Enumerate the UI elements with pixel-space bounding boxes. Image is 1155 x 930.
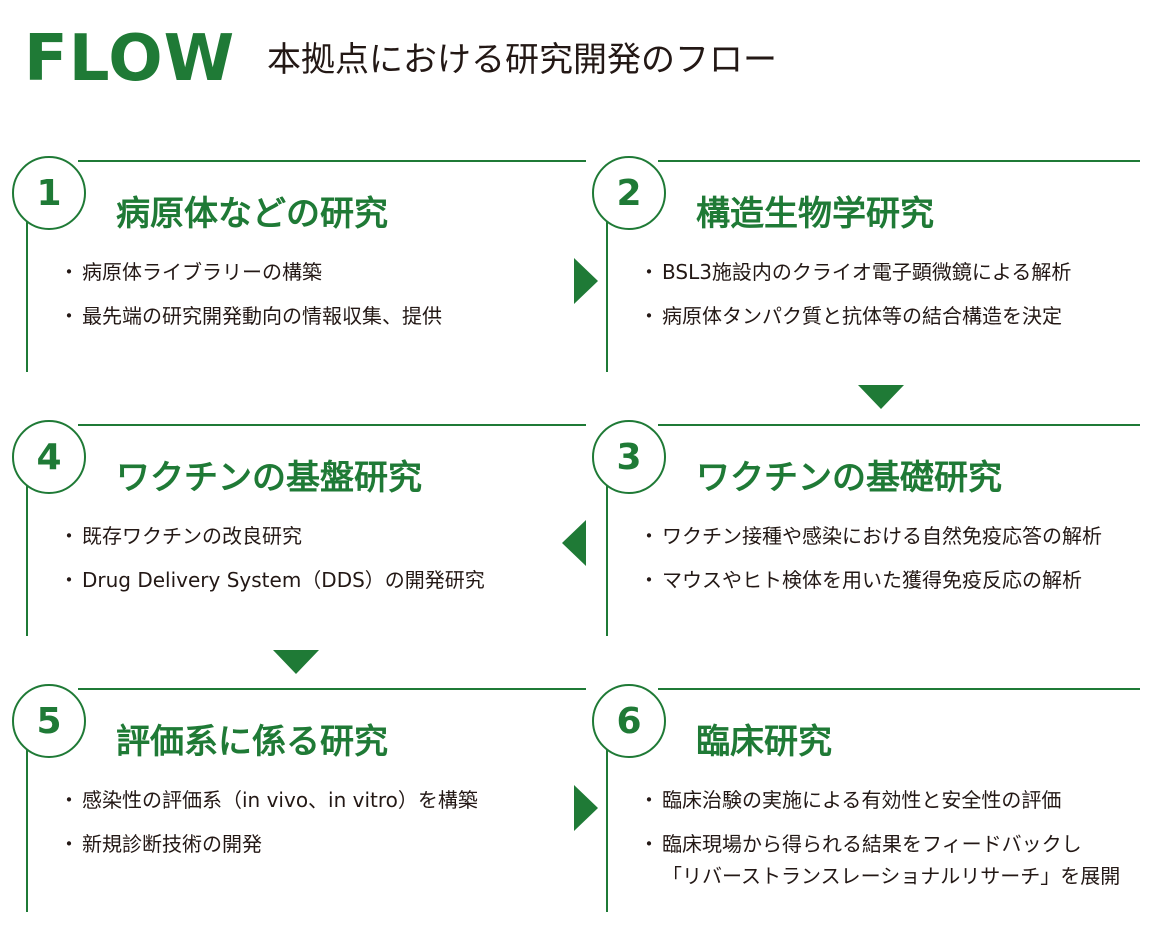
list-item-text: 臨床治験の実施による有効性と安全性の評価 [662,788,1062,812]
step-4-title: ワクチンの基盤研究 [116,458,422,498]
step-3-list: ・ワクチン接種や感染における自然免疫応答の解析 ・マウスやヒト検体を用いた獲得免… [636,524,1102,612]
list-item: ・ワクチン接種や感染における自然免疫応答の解析 [636,524,1102,548]
step-1-list: ・病原体ライブラリーの構築 ・最先端の研究開発動向の情報収集、提供 [56,260,442,348]
triangle-right-icon [574,785,598,831]
step-6: 6 臨床研究 ・臨床治験の実施による有効性と安全性の評価 ・臨床現場から得られる… [592,684,1140,928]
bullet: ・ [59,304,79,328]
list-item-text: 「リバーストランスレーショナルリサーチ」を展開 [662,864,1121,888]
step-2: 2 構造生物学研究 ・BSL3施設内のクライオ電子顕微鏡による解析 ・病原体タン… [592,156,1140,400]
list-item-text: 病原体タンパク質と抗体等の結合構造を決定 [662,304,1062,328]
list-item-continuation: 「リバーストランスレーショナルリサーチ」を展開 [636,864,1120,888]
triangle-down-icon [273,650,319,674]
step-3-left-rule [606,474,608,636]
step-5: 5 評価系に係る研究 ・感染性の評価系（in vivo、in vitro）を構築… [12,684,586,928]
list-item: ・マウスやヒト検体を用いた獲得免疫反応の解析 [636,568,1102,592]
list-item: ・病原体タンパク質と抗体等の結合構造を決定 [636,304,1071,328]
step-4-list: ・既存ワクチンの改良研究 ・Drug Delivery System（DDS）の… [56,524,485,612]
step-1-top-rule [78,160,586,162]
triangle-left-icon [562,520,586,566]
list-item: ・新規診断技術の開発 [56,832,478,856]
step-4: 4 ワクチンの基盤研究 ・既存ワクチンの改良研究 ・Drug Delivery … [12,420,586,664]
step-1: 1 病原体などの研究 ・病原体ライブラリーの構築 ・最先端の研究開発動向の情報収… [12,156,586,400]
flow-logo: FLOW [24,22,236,96]
step-3-top-rule [658,424,1140,426]
list-item: ・既存ワクチンの改良研究 [56,524,485,548]
step-6-left-rule [606,738,608,912]
bullet: ・ [59,568,79,592]
step-2-title: 構造生物学研究 [696,194,934,234]
step-6-number-badge: 6 [592,684,666,758]
bullet: ・ [59,788,79,812]
step-5-list: ・感染性の評価系（in vivo、in vitro）を構築 ・新規診断技術の開発 [56,788,478,876]
triangle-down-icon [858,385,904,409]
bullet: ・ [59,260,79,284]
step-2-number-badge: 2 [592,156,666,230]
list-item-text: BSL3施設内のクライオ電子顕微鏡による解析 [662,260,1072,284]
page-subtitle: 本拠点における研究開発のフロー [267,40,777,80]
step-5-top-rule [78,688,586,690]
list-item-text: 既存ワクチンの改良研究 [82,524,302,548]
list-item-text: ワクチン接種や感染における自然免疫応答の解析 [662,524,1102,548]
step-3-number-badge: 3 [592,420,666,494]
list-item: ・Drug Delivery System（DDS）の開発研究 [56,568,485,592]
bullet: ・ [639,788,659,812]
step-2-list: ・BSL3施設内のクライオ電子顕微鏡による解析 ・病原体タンパク質と抗体等の結合… [636,260,1071,348]
step-4-number-badge: 4 [12,420,86,494]
list-item-text: Drug Delivery System（DDS）の開発研究 [82,568,485,592]
triangle-right-icon [574,258,598,304]
list-item-text: 臨床現場から得られる結果をフィードバックし [662,832,1082,856]
step-6-title: 臨床研究 [696,722,832,762]
list-item: ・最先端の研究開発動向の情報収集、提供 [56,304,442,328]
bullet: ・ [639,568,659,592]
list-item-text: 新規診断技術の開発 [82,832,262,856]
step-6-top-rule [658,688,1140,690]
list-item: ・感染性の評価系（in vivo、in vitro）を構築 [56,788,478,812]
bullet: ・ [59,524,79,548]
list-item-text: 感染性の評価系（in vivo、in vitro）を構築 [82,788,478,812]
list-item: ・臨床現場から得られる結果をフィードバックし [636,832,1120,856]
list-item-text: 病原体ライブラリーの構築 [82,260,322,284]
step-1-left-rule [26,210,28,372]
step-3-title: ワクチンの基礎研究 [696,458,1002,498]
list-item: ・病原体ライブラリーの構築 [56,260,442,284]
list-item-text: マウスやヒト検体を用いた獲得免疫反応の解析 [662,568,1082,592]
step-1-title: 病原体などの研究 [116,194,388,234]
step-3: 3 ワクチンの基礎研究 ・ワクチン接種や感染における自然免疫応答の解析 ・マウス… [592,420,1140,664]
list-item-text: 最先端の研究開発動向の情報収集、提供 [82,304,442,328]
step-5-left-rule [26,738,28,912]
step-5-title: 評価系に係る研究 [116,722,388,762]
step-4-top-rule [78,424,586,426]
bullet: ・ [639,832,659,856]
step-4-left-rule [26,474,28,636]
bullet: ・ [59,832,79,856]
bullet: ・ [639,260,659,284]
list-item: ・BSL3施設内のクライオ電子顕微鏡による解析 [636,260,1071,284]
step-5-number-badge: 5 [12,684,86,758]
step-1-number-badge: 1 [12,156,86,230]
step-6-list: ・臨床治験の実施による有効性と安全性の評価 ・臨床現場から得られる結果をフィード… [636,788,1120,908]
step-2-top-rule [658,160,1140,162]
step-2-left-rule [606,210,608,372]
bullet: ・ [639,304,659,328]
list-item: ・臨床治験の実施による有効性と安全性の評価 [636,788,1120,812]
bullet: ・ [639,524,659,548]
